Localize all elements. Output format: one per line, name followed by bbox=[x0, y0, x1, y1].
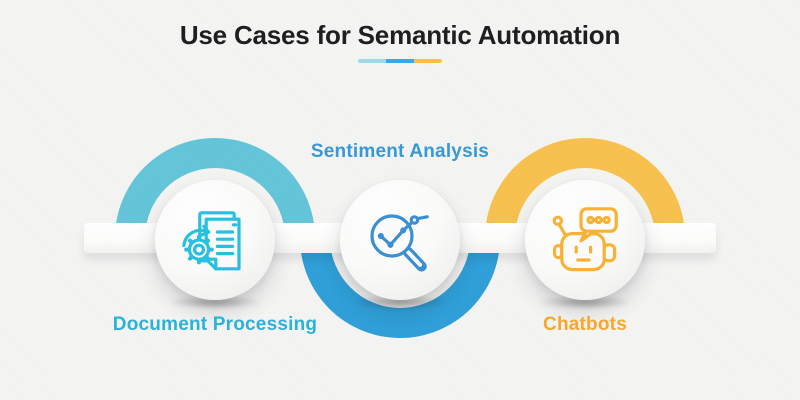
underline-segment bbox=[414, 59, 442, 63]
use-case-label: Document Processing bbox=[112, 314, 318, 335]
circle-ground-shadow bbox=[352, 295, 448, 309]
use-case-label: Sentiment Analysis bbox=[310, 141, 490, 162]
underline-segment bbox=[386, 59, 414, 63]
title-underline bbox=[358, 59, 442, 63]
page-title: Use Cases for Semantic Automation bbox=[179, 20, 621, 50]
magnifier-chart-icon bbox=[370, 214, 429, 272]
use-case-circle bbox=[340, 180, 460, 300]
underline-segment bbox=[358, 59, 386, 63]
circle-ground-shadow bbox=[537, 295, 633, 309]
use-case-circle bbox=[525, 180, 645, 300]
chatbot-icon bbox=[552, 207, 618, 272]
use-case-circle bbox=[155, 180, 275, 300]
circle-ground-shadow bbox=[167, 295, 263, 309]
document-gear-icon bbox=[182, 211, 241, 271]
use-case-label: Chatbots bbox=[543, 314, 627, 335]
